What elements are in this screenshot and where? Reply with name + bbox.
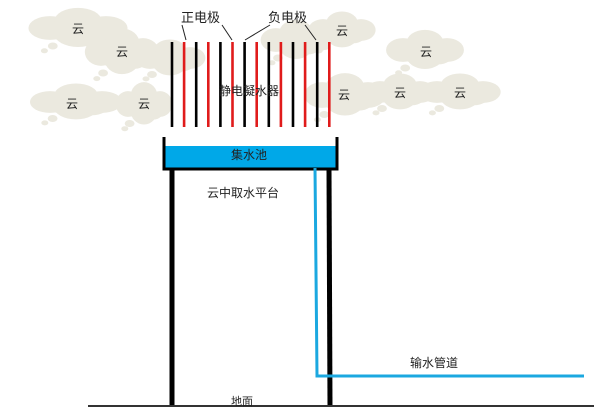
cloud-puff xyxy=(98,42,129,68)
cloud-puff xyxy=(168,51,196,72)
arrow-negative-1 xyxy=(244,24,271,41)
arrow-positive-2 xyxy=(221,24,233,41)
cloud xyxy=(419,73,501,116)
tank-outline xyxy=(162,137,339,171)
cloud xyxy=(386,29,464,76)
cloud-tail xyxy=(93,76,101,82)
label-negative-electrode: 负电极 xyxy=(268,11,307,26)
cloud-label: 云 xyxy=(72,22,84,36)
collection-pool xyxy=(162,137,339,171)
cloud-puff xyxy=(75,20,115,43)
cloud-tail xyxy=(41,120,49,126)
cloud-tail xyxy=(121,126,129,132)
cloud-label: 云 xyxy=(394,86,406,100)
cloud xyxy=(29,83,123,126)
label-collection-pool: 集水池 xyxy=(231,147,267,162)
cloud-tail xyxy=(268,60,276,66)
cloud-puff xyxy=(400,41,432,64)
cloud-tail xyxy=(40,48,48,54)
cloud-label: 云 xyxy=(338,88,350,102)
label-condenser: 静电凝水器 xyxy=(219,83,279,98)
cloud-tail xyxy=(377,105,387,112)
label-pipeline: 输水管道 xyxy=(410,355,458,370)
cloud-puff xyxy=(434,84,467,105)
cloud-tail xyxy=(47,42,58,50)
cloud-label: 云 xyxy=(454,86,466,100)
cloud-label: 云 xyxy=(138,97,150,111)
cloud-label: 云 xyxy=(420,45,432,59)
label-platform: 云中取水平台 xyxy=(207,185,279,200)
cloud-tail xyxy=(147,71,157,78)
cloud-puff xyxy=(126,94,149,119)
cloud-tail xyxy=(428,110,436,116)
label-arrows xyxy=(181,24,317,41)
cloud-label: 云 xyxy=(336,24,348,38)
cloud-puff xyxy=(457,85,490,106)
cloud-label: 云 xyxy=(116,45,128,59)
cloud-puff xyxy=(378,84,406,105)
cloud-puff xyxy=(73,95,110,116)
cloud-tail xyxy=(372,110,380,116)
cloud-puff xyxy=(47,94,84,115)
cloud-tail xyxy=(319,111,330,118)
cloud-puff xyxy=(422,42,454,65)
cloud xyxy=(134,39,206,82)
cloud xyxy=(115,82,173,132)
label-positive-electrode: 正电极 xyxy=(181,11,220,26)
cloud-puff xyxy=(319,85,352,110)
cloud-tail xyxy=(434,105,445,112)
cloud xyxy=(28,7,128,54)
cloud-tail xyxy=(98,69,108,77)
water-fill xyxy=(164,146,336,168)
arrow-negative-2 xyxy=(304,24,317,41)
cloud-label: 云 xyxy=(66,97,78,111)
cloud-puff xyxy=(47,19,87,42)
cloud-puff xyxy=(142,96,165,120)
cloud-tail xyxy=(47,115,58,122)
label-ground: 地面 xyxy=(231,395,253,408)
arrow-positive-1 xyxy=(181,24,187,41)
cloud-tail xyxy=(124,120,135,127)
cloud-puff xyxy=(340,23,367,44)
cloud-tail xyxy=(400,64,411,72)
cloud-puff xyxy=(148,50,176,71)
cloud-puff xyxy=(398,85,426,106)
water-pipeline xyxy=(313,167,584,378)
cloud-tail xyxy=(142,76,150,82)
platform-leg-right xyxy=(326,168,333,408)
